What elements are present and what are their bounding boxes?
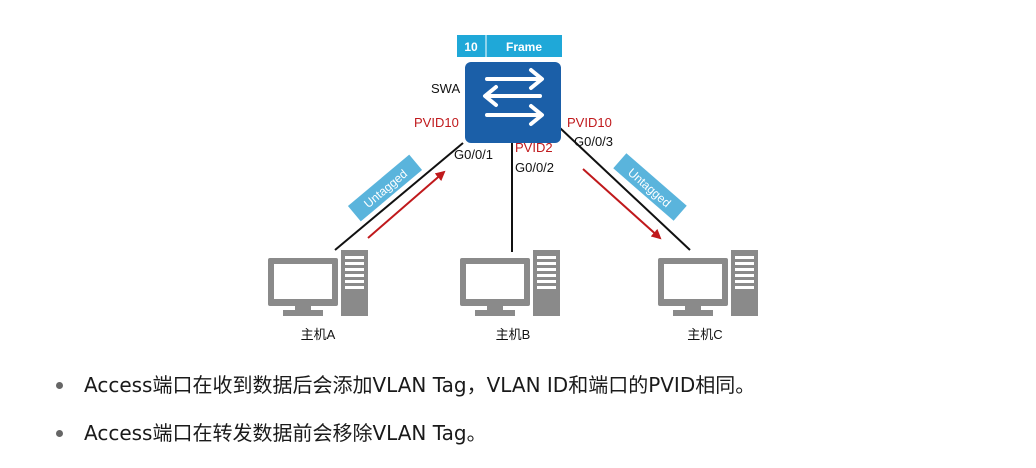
port-3-name: G0/0/3 [574,134,613,149]
host-b-name: 主机B [496,327,531,342]
bullet-list: Access端口在收到数据后会添加VLAN Tag，VLAN ID和端口的PVI… [56,372,755,446]
svg-text:Untagged: Untagged [625,165,673,210]
frame-vlan-id: 10 [464,40,478,54]
arrow-egress-host-c [582,168,662,240]
host-c-name: 主机C [687,327,722,342]
bullet-dot-icon [56,430,63,437]
link-host-c [559,127,691,251]
host-c-icon [658,250,758,316]
switch-icon [465,62,561,143]
arrow-ingress-host-a [367,170,446,239]
port-3-pvid: PVID10 [567,115,612,130]
host-b-icon [460,250,560,316]
bullet-dot-icon [56,382,63,389]
host-a-icon [268,250,368,316]
host-a-name: 主机A [301,327,336,342]
bullet-item: Access端口在收到数据后会添加VLAN Tag，VLAN ID和端口的PVI… [56,372,755,398]
port-2-name: G0/0/2 [515,160,554,175]
frame-label: Frame [506,40,542,54]
port-1-name: G0/0/1 [454,147,493,162]
bullet-text: Access端口在转发数据前会移除VLAN Tag。 [84,421,487,445]
switch-name: SWA [431,81,460,96]
link-host-a [334,142,464,251]
bullet-item: Access端口在转发数据前会移除VLAN Tag。 [56,420,755,446]
untagged-label-left: Untagged [347,154,423,222]
bullet-text: Access端口在收到数据后会添加VLAN Tag，VLAN ID和端口的PVI… [84,373,756,397]
port-2-pvid: PVID2 [515,140,553,155]
frame-bar [457,35,562,57]
port-1-pvid: PVID10 [414,115,459,130]
